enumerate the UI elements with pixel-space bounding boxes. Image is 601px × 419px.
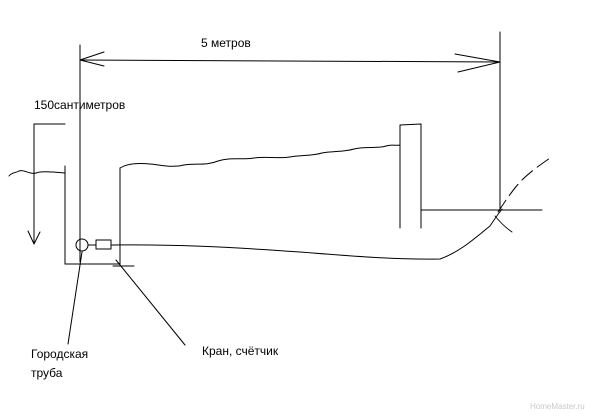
riser-curve-lower (494, 215, 513, 233)
city-pipe-label-line1: Городская (31, 347, 88, 361)
dimension-arrow-right (454, 53, 501, 73)
water-supply-line (110, 208, 503, 260)
depth-label: 150сантиметров (34, 98, 125, 112)
city-pipe-icon (75, 238, 89, 252)
distance-label: 5 метров (201, 36, 251, 50)
ground-surface-top (119, 144, 401, 169)
watermark-logo: HomeMaster.ru (530, 402, 585, 411)
house-wall-top (399, 123, 422, 126)
valve-meter-icon (95, 239, 112, 250)
leader-line-city-pipe (67, 251, 83, 345)
depth-bracket (33, 123, 66, 146)
dimension-arrow-left (79, 51, 105, 67)
ground-surface-left (8, 170, 66, 177)
city-pipe-label-line2: труба (31, 366, 63, 380)
dimension-line-distance (79, 59, 501, 63)
valve-meter-label: Кран, счётчик (202, 344, 279, 358)
leader-line-valve-meter (115, 259, 186, 346)
riser-dashed-line (497, 157, 551, 213)
depth-arrow-down (27, 230, 41, 245)
